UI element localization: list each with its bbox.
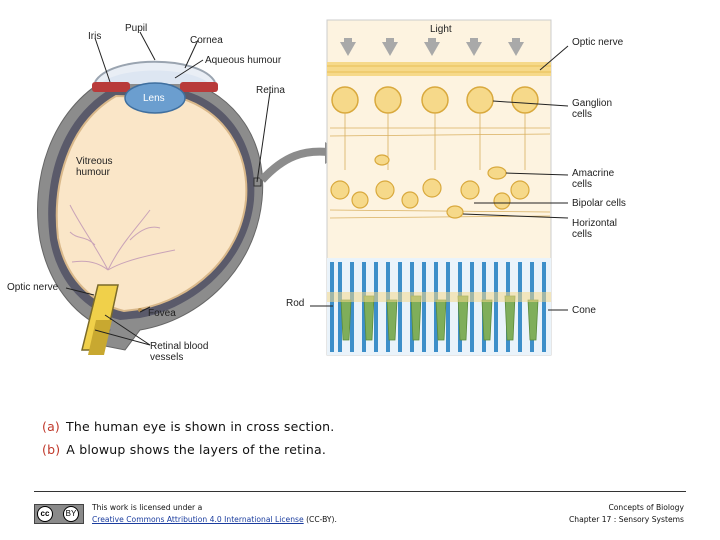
lens-shape [124, 82, 186, 114]
license-prefix: This work is licensed under a [92, 503, 203, 512]
label-ganglion-cells: Ganglion cells [572, 98, 613, 120]
label-fovea: Fovea [148, 308, 176, 319]
license-notice: This work is licensed under a Creative C… [92, 502, 337, 526]
label-cone: Cone [572, 305, 596, 316]
label-horizontal-cells: Horizontal cells [572, 218, 618, 240]
label-vitreous-humour: Vitreous humour [76, 156, 113, 178]
label-rod: Rod [286, 298, 305, 309]
label-optic-nerve-eye: Optic nerve [7, 282, 59, 293]
label-pupil: Pupil [125, 23, 148, 34]
label-iris: Iris [88, 31, 102, 42]
caption-a-tag: (a) [42, 419, 61, 434]
caption-b-text: A blowup shows the layers of the retina. [66, 442, 327, 457]
caption-b-tag: (b) [42, 442, 61, 457]
course-title: Concepts of Biology [608, 503, 684, 512]
label-lens: Lens [143, 93, 165, 104]
label-amacrine-cells: Amacrine cells [572, 168, 615, 190]
label-cornea: Cornea [190, 35, 223, 46]
photoreceptors [327, 262, 551, 352]
label-light: Light [430, 24, 452, 35]
label-bipolar-cells: Bipolar cells [572, 198, 626, 209]
label-retina: Retina [256, 85, 285, 96]
caption-a-text: The human eye is shown in cross section. [66, 419, 335, 434]
license-link[interactable]: Creative Commons Attribution 4.0 Interna… [92, 515, 304, 524]
eye-retina-diagram [37, 19, 569, 356]
label-aqueous-humour: Aqueous humour [205, 55, 282, 66]
label-optic-nerve-retina: Optic nerve [572, 37, 624, 48]
cc-by-badge[interactable]: cc BY [34, 504, 84, 524]
eye-cross-section [37, 31, 342, 355]
license-suffix: (CC-BY). [303, 515, 337, 524]
caption-b: (b) A blowup shows the layers of the reti… [42, 442, 326, 457]
label-retinal-blood-vessels: Retinal blood vessels [150, 341, 209, 363]
footer-divider [34, 491, 686, 492]
caption-a: (a) The human eye is shown in cross secti… [42, 419, 334, 434]
retina-layers [310, 19, 569, 356]
cc-icon: cc [37, 506, 53, 522]
by-icon: BY [63, 506, 79, 522]
chapter-title: Chapter 17 : Sensory Systems [568, 515, 684, 524]
light-arrows [340, 38, 524, 56]
course-info: Concepts of Biology Chapter 17 : Sensory… [569, 502, 684, 526]
